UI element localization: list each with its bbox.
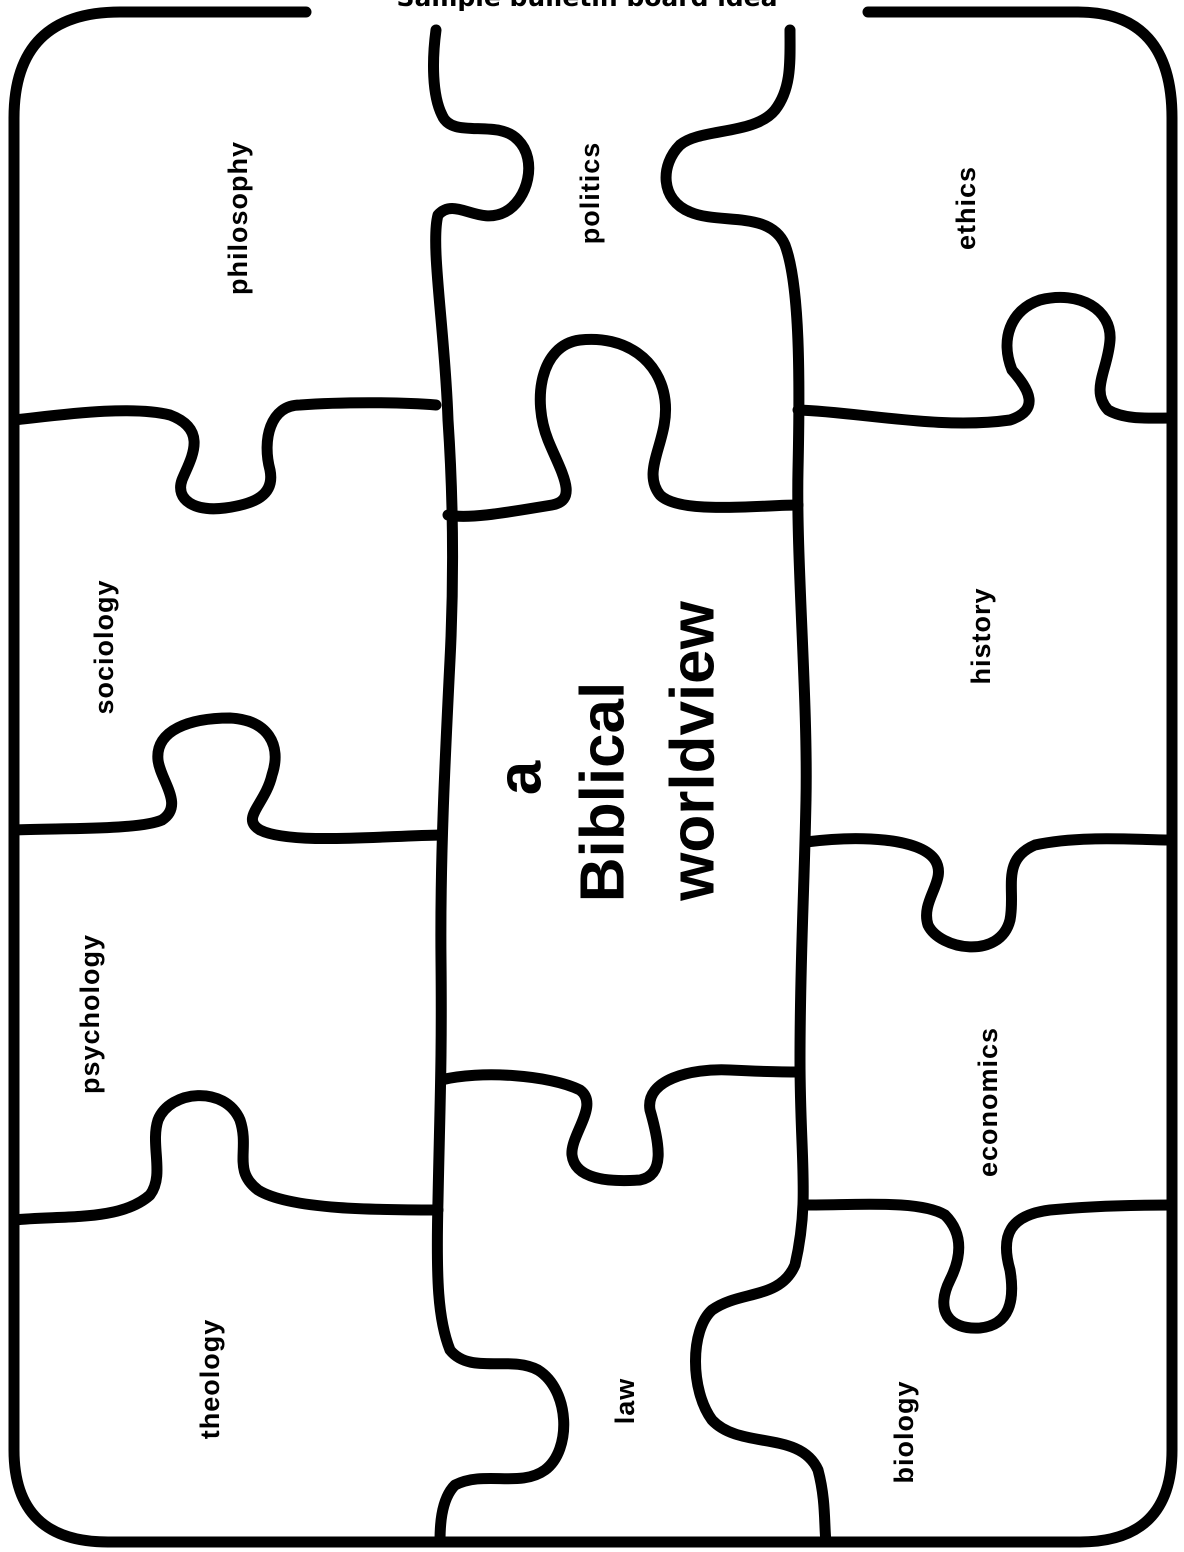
seam-left-top — [14, 403, 436, 509]
seam-center-top — [448, 339, 798, 516]
seam-right-top — [798, 297, 1172, 423]
label-history: history — [966, 587, 996, 684]
label-politics: politics — [575, 142, 605, 245]
board-title: Sample bulletin board idea — [396, 0, 777, 12]
label-ethics: ethics — [951, 166, 981, 250]
seam-right-bottom — [806, 1204, 1172, 1328]
label-psychology: psychology — [75, 934, 105, 1094]
label-theology: theology — [195, 1319, 225, 1440]
seam-center-bottom — [441, 1070, 800, 1181]
seam-left-bottom — [14, 1096, 438, 1220]
seam-right-middle — [806, 839, 1172, 947]
seam-left-middle — [14, 718, 441, 839]
label-economics: economics — [973, 1027, 1003, 1177]
label-sociology: sociology — [89, 579, 119, 714]
label-law: law — [610, 1378, 640, 1425]
center-line-worldview: worldview — [658, 600, 727, 902]
label-biology: biology — [889, 1381, 919, 1484]
label-philosophy: philosophy — [223, 141, 253, 295]
center-line-a: a — [485, 760, 554, 795]
center-line-biblical: Biblical — [568, 682, 637, 903]
